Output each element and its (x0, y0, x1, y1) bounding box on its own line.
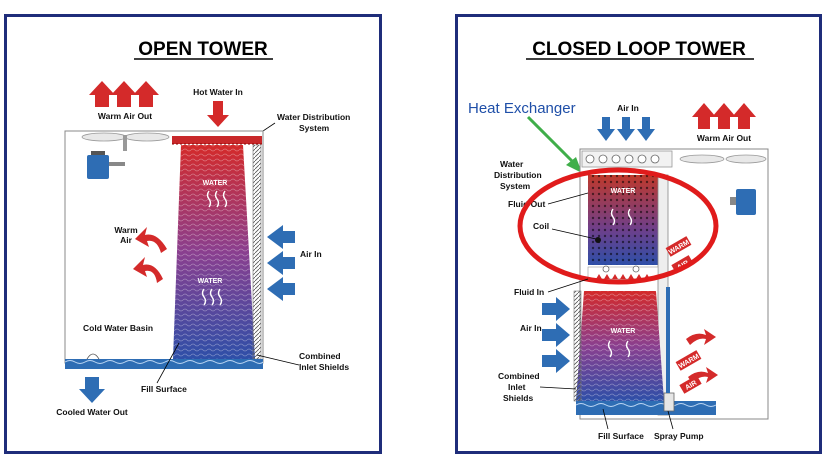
open-tower-panel: OPEN TOWER Warm Air Out Hot Water In Wat… (4, 14, 382, 454)
fill-surface-label: Fill Surface (141, 384, 187, 394)
warm-air-label-2: Air (120, 235, 133, 245)
water-label-mid: WATER (198, 278, 223, 285)
spray-pump-label: Spray Pump (654, 431, 704, 441)
heat-exchanger-pointer-arrow (526, 115, 578, 167)
water-flow-icon-coil (610, 208, 633, 226)
air-in-arrows (267, 225, 295, 301)
water-distribution-label-2: System (299, 123, 330, 133)
warm-air-label-1: Warm (114, 225, 138, 235)
inlet-shields (252, 144, 262, 360)
water-distribution-pipe (172, 136, 262, 144)
closed-loop-tower-panel: CLOSED LOOP TOWER Heat Exchanger Air In … (455, 14, 822, 454)
warm-air-out-arrows-closed (692, 103, 756, 129)
heat-exchanger-highlight-ring (517, 167, 719, 285)
spray-pump-icon (663, 287, 675, 412)
cooled-water-out-arrow (79, 377, 105, 403)
open-tower-diagram: OPEN TOWER Warm Air Out Hot Water In Wat… (56, 39, 350, 417)
fan-icon (81, 132, 170, 151)
water-flow-icon-fill (607, 340, 631, 358)
closed-loop-tower-diagram: CLOSED LOOP TOWER Heat Exchanger Air In … (468, 39, 769, 441)
motor-icon-closed (730, 189, 756, 215)
closed-loop-tower-title: CLOSED LOOP TOWER (532, 39, 746, 60)
combined-inlet-label-2: Inlet Shields (299, 362, 349, 372)
fluid-in-label: Fluid In (514, 287, 544, 297)
fill-surface-label-closed: Fill Surface (598, 431, 644, 441)
cold-water-basin-label: Cold Water Basin (83, 323, 153, 333)
air-in-top-label: Air In (617, 103, 639, 113)
air-in-side-arrows (542, 297, 570, 373)
water-distribution-label-b: Distribution (494, 170, 542, 180)
motor-icon (87, 151, 125, 179)
fan-icon-closed (679, 154, 767, 164)
combined-inlet-label-1: Combined (299, 351, 341, 361)
hot-water-in-label: Hot Water In (193, 87, 243, 97)
hot-water-in-arrow (207, 101, 229, 127)
air-in-top-arrows (597, 117, 655, 141)
warm-air-out-label: Warm Air Out (98, 111, 152, 121)
closed-inlet-shields (573, 290, 582, 402)
water-distribution-label-c: System (500, 181, 531, 191)
heat-exchanger-label: Heat Exchanger (468, 100, 576, 117)
open-tower-title: OPEN TOWER (138, 39, 268, 60)
cold-water-basin (65, 359, 263, 369)
cooled-water-out-label: Cooled Water Out (56, 407, 128, 417)
combined-inlet-label-a: Combined (498, 371, 540, 381)
warm-air-curved-arrows (133, 227, 167, 283)
water-flow-icon-top (206, 190, 228, 208)
warm-air-out-arrows (89, 81, 159, 107)
air-in-side-label: Air In (520, 323, 542, 333)
water-distribution-label-a: Water (500, 159, 524, 169)
closed-basin (576, 401, 716, 415)
combined-inlet-label-c: Shields (503, 393, 534, 403)
water-flow-icon-mid (201, 288, 223, 306)
combined-inlet-label-b: Inlet (508, 382, 526, 392)
water-distribution-label-1: Water Distribution (277, 112, 350, 122)
air-in-label: Air In (300, 249, 322, 259)
warm-air-out-label-closed: Warm Air Out (697, 133, 751, 143)
water-label-top: WATER (203, 180, 228, 187)
water-coil-label: WATER (611, 188, 636, 195)
coil-label: Coil (533, 221, 549, 231)
water-fill-label: WATER (611, 328, 636, 335)
